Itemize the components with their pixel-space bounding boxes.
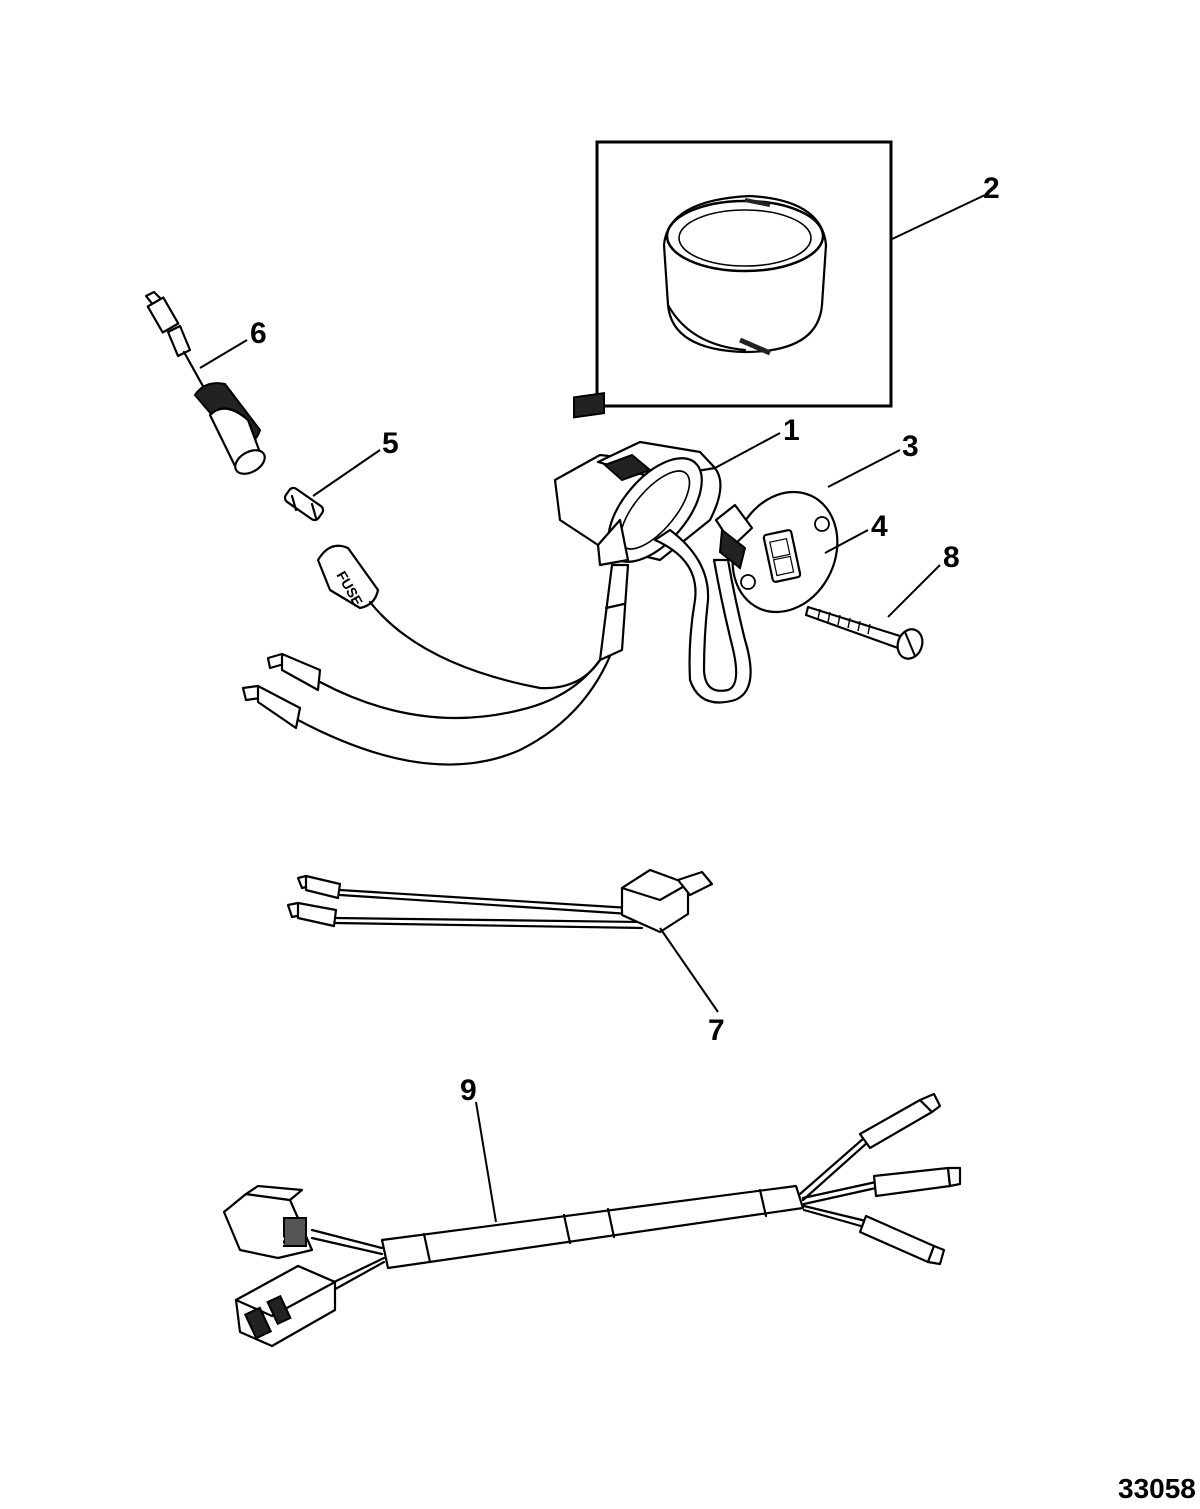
- leader-5: [312, 449, 381, 497]
- callout-3: 3: [902, 430, 919, 463]
- figure-number: 33058: [1118, 1473, 1196, 1504]
- part-6-plug: [144, 290, 266, 475]
- callout-2: 2: [983, 172, 1000, 205]
- leader-9: [475, 1101, 497, 1223]
- svg-text:2: 2: [278, 1234, 285, 1248]
- callout-4: 4: [871, 510, 888, 543]
- callout-5: 5: [382, 427, 399, 460]
- part-4-rocker-switch: [714, 503, 802, 583]
- leader-6: [199, 339, 248, 369]
- callout-6: 6: [250, 317, 267, 350]
- part-7-lanyard-switch: [286, 868, 714, 934]
- leader-4: [824, 529, 869, 554]
- harness-leads: [241, 563, 630, 766]
- leader-lines: [199, 194, 986, 1223]
- leader-2: [889, 194, 986, 241]
- fuse-holder: FUSE: [316, 544, 602, 690]
- part-5-fuse: [283, 486, 325, 522]
- part-1-switch-housing: [553, 391, 752, 704]
- callout-1: 1: [783, 414, 800, 447]
- leader-8: [887, 564, 941, 618]
- callout-7: 7: [708, 1014, 725, 1047]
- callout-9: 9: [460, 1074, 477, 1107]
- leader-1: [714, 432, 781, 469]
- leader-3: [827, 449, 901, 488]
- callouts: 2 1 3 4 8 5 6 7 9: [250, 172, 1000, 1107]
- part-2-ring-box: [595, 140, 893, 408]
- part-2-ring: [662, 194, 828, 356]
- callout-8: 8: [943, 541, 960, 574]
- part-8-screw: [804, 605, 924, 660]
- part-9-wiring-harness: 2: [222, 1092, 962, 1348]
- leader-7: [659, 927, 719, 1013]
